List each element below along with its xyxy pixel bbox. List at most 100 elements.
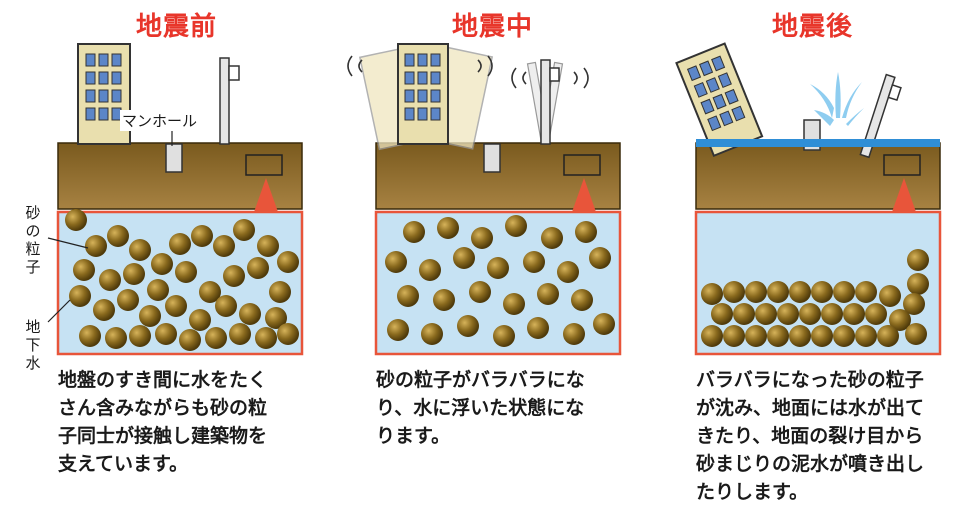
description-after: バラバラになった砂の粒子 が沈み、地面には水が出て きたり、地面の裂け目から 砂…: [696, 369, 925, 503]
sand-grain: [453, 247, 475, 269]
panel-after: [675, 42, 942, 356]
sand-grain: [877, 325, 899, 347]
sand-grain: [811, 281, 833, 303]
sand-grain: [179, 329, 201, 351]
sand-grain: [487, 257, 509, 279]
upward-arrow: [254, 178, 278, 212]
sand-grain: [855, 325, 877, 347]
manhole: [483, 143, 501, 173]
sand-grain: [229, 323, 251, 345]
sand-grain: [723, 281, 745, 303]
sand-grain: [403, 221, 425, 243]
water-spout: [810, 72, 864, 126]
sand-particles-label: 砂の粒子: [25, 204, 41, 276]
sand-grain: [189, 309, 211, 331]
utility-pole: [526, 59, 564, 145]
sand-grain: [155, 323, 177, 345]
sand-grain: [129, 239, 151, 261]
sand-grain: [789, 325, 811, 347]
building: [397, 43, 449, 145]
sand-grain: [385, 251, 407, 273]
sand-grain: [523, 251, 545, 273]
sand-grain: [907, 273, 929, 295]
sand-grain: [723, 325, 745, 347]
sand-grains-before: [65, 209, 299, 351]
manhole: [165, 143, 183, 173]
utility-pole: [219, 57, 240, 145]
vibration-marks: [347, 55, 589, 89]
sand-grain: [541, 227, 563, 249]
sand-grain: [745, 325, 767, 347]
sand-grain: [215, 295, 237, 317]
sand-grain: [265, 307, 287, 329]
sand-grain: [557, 261, 579, 283]
sand-grain: [223, 265, 245, 287]
sand-grain: [387, 319, 409, 341]
sand-grain: [139, 305, 161, 327]
sand-grain: [833, 281, 855, 303]
sand-grain: [433, 289, 455, 311]
utility-pole: [859, 73, 902, 159]
panel-title-before: 地震前: [136, 12, 218, 42]
sand-grain: [701, 325, 723, 347]
groundwater-label: 地下水: [25, 318, 41, 372]
sand-grain: [277, 323, 299, 345]
sand-grain: [493, 325, 515, 347]
building: [675, 42, 764, 158]
sand-grain: [767, 281, 789, 303]
sand-grain: [799, 303, 821, 325]
sand-grain: [777, 303, 799, 325]
surface-water: [696, 139, 940, 147]
sand-grain: [505, 215, 527, 237]
sand-grain: [421, 323, 443, 345]
sand-grain: [99, 269, 121, 291]
sand-grain: [865, 303, 887, 325]
sand-grain: [169, 233, 191, 255]
sand-grain: [733, 303, 755, 325]
liquefaction-diagram: [47, 42, 942, 356]
sand-grain: [437, 217, 459, 239]
sand-grain: [471, 227, 493, 249]
sand-grain: [563, 323, 585, 345]
sand-grain: [117, 289, 139, 311]
sand-grain: [537, 283, 559, 305]
sand-grain: [711, 303, 733, 325]
sand-grain: [833, 325, 855, 347]
sand-grain: [903, 293, 925, 315]
upward-arrow: [572, 178, 596, 212]
sand-grain: [165, 295, 187, 317]
sand-grain: [767, 325, 789, 347]
sand-grain: [889, 309, 911, 331]
panel-during: [347, 43, 622, 356]
sand-grain: [397, 285, 419, 307]
panel-before: [47, 43, 304, 356]
sand-grain: [879, 285, 901, 307]
sand-grain: [905, 323, 927, 345]
sand-grain: [247, 257, 269, 279]
sand-grain: [269, 281, 291, 303]
sand-grain: [843, 303, 865, 325]
sand-grain: [151, 253, 173, 275]
sand-grain: [233, 219, 255, 241]
sand-grain: [213, 235, 235, 257]
sand-grain: [191, 225, 213, 247]
sand-grains-after: [701, 249, 929, 347]
sand-grain: [255, 327, 277, 349]
sand-grains-during: [385, 215, 615, 347]
sand-grain: [199, 281, 221, 303]
sand-grain: [457, 315, 479, 337]
sand-grain: [85, 235, 107, 257]
sand-grain: [821, 303, 843, 325]
sand-grain: [93, 299, 115, 321]
sand-grain: [575, 221, 597, 243]
sand-grain: [469, 281, 491, 303]
sand-grain: [855, 281, 877, 303]
sand-grain: [129, 325, 151, 347]
sand-grain: [907, 249, 929, 271]
sand-grain: [589, 247, 611, 269]
building: [77, 43, 131, 145]
sand-grain: [789, 281, 811, 303]
manhole-label: マンホール: [120, 110, 200, 131]
upward-arrow: [892, 178, 916, 212]
sand-grain: [239, 303, 261, 325]
